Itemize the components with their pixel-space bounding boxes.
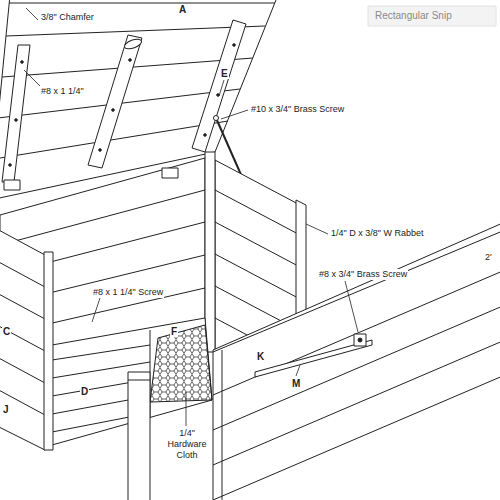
brass-latch <box>354 334 366 346</box>
front-panel <box>213 222 500 500</box>
front-boards <box>213 230 500 500</box>
left-boards <box>0 260 45 415</box>
callout-label: 1/4" D x 3/8" W Rabbet <box>330 228 424 239</box>
callout-label: 3/8" Chamfer <box>40 12 95 23</box>
callout-label: #8 x 3/4" Brass Screw <box>318 269 408 280</box>
watermark: Rectangular Snip <box>374 10 453 21</box>
hinge <box>162 168 178 178</box>
callout-label: 1/4" Hardware Cloth <box>162 428 212 461</box>
left-corner-post <box>44 252 53 450</box>
leader-lines <box>24 8 358 426</box>
part-letter: K <box>256 351 265 362</box>
part-letter: E <box>220 68 229 79</box>
part-letter: C <box>2 326 11 337</box>
callout-label: #8 x 1 1/4" <box>40 86 85 97</box>
front-post <box>128 372 150 500</box>
lid-ring <box>123 37 143 51</box>
callout-label: #10 x 3/4" Brass Screw <box>250 104 345 115</box>
lid-boards <box>0 3 275 159</box>
hardware-cloth <box>150 325 212 402</box>
hinge <box>4 180 20 190</box>
back-corner-post <box>205 152 215 352</box>
part-letter: M <box>291 378 301 389</box>
watermark-box <box>368 6 496 26</box>
lid-batten <box>192 20 246 152</box>
lid-batten <box>88 35 142 168</box>
callout-label: #8 x 1 1/4" Screw <box>92 287 164 298</box>
callout-label: 2' <box>484 252 493 263</box>
part-letter: D <box>80 386 89 397</box>
stay-pivot <box>214 116 219 121</box>
part-letter: J <box>2 404 10 415</box>
part-letter: F <box>170 326 178 337</box>
lid-panel <box>0 0 278 200</box>
left-side-panel <box>0 228 45 450</box>
lid-batten <box>2 45 30 182</box>
screw-heads <box>9 44 236 167</box>
part-letter: A <box>178 4 187 15</box>
